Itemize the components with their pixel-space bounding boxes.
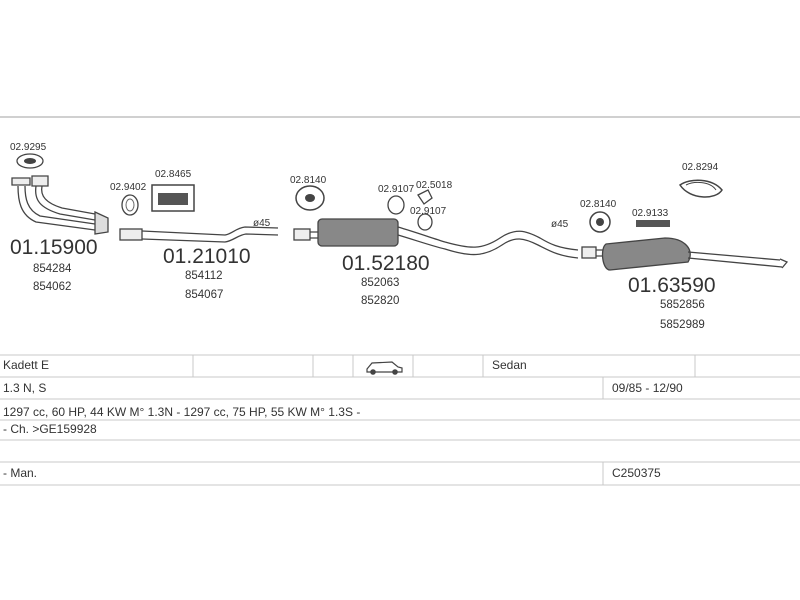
front-pipe-drawing bbox=[11, 175, 109, 235]
label-clamp-rear: 02.9133 bbox=[632, 208, 669, 219]
label-strap: 02.8294 bbox=[682, 162, 719, 173]
label-hanger-1: 02.8140 bbox=[290, 175, 327, 186]
label-front-pipe-code: 01.15900 bbox=[10, 236, 98, 259]
hanger-1-icon bbox=[295, 185, 325, 211]
clamp-front-icon bbox=[16, 153, 44, 169]
label-mid-pipe-code: 01.21010 bbox=[163, 245, 251, 268]
label-mounting-kit: 02.8465 bbox=[155, 169, 192, 180]
strap-icon bbox=[678, 179, 723, 198]
label-mid-silencer-ref2: 852820 bbox=[361, 295, 399, 307]
vehicle-engine: 1.3 N, S bbox=[3, 381, 47, 395]
label-mid-pipe-ref1: 854112 bbox=[185, 270, 223, 282]
clamp-rear-icon bbox=[636, 220, 670, 227]
label-ring-1: 02.9107 bbox=[378, 184, 415, 195]
vehicle-transmission: - Man. bbox=[3, 466, 38, 480]
label-rear-silencer-ref1: 5852856 bbox=[660, 299, 705, 311]
mounting-kit-icon bbox=[151, 184, 195, 212]
label-diameter-2: ø45 bbox=[551, 219, 569, 230]
hanger-2-icon bbox=[589, 211, 611, 233]
sedan-car-icon bbox=[366, 361, 403, 375]
label-mid-silencer-ref1: 852063 bbox=[361, 277, 399, 289]
catalog-number: C250375 bbox=[612, 466, 661, 480]
label-mid-pipe-ref2: 854067 bbox=[185, 289, 223, 301]
label-rear-silencer-code: 01.63590 bbox=[628, 274, 716, 297]
label-front-pipe-ref1: 854284 bbox=[33, 263, 72, 275]
vehicle-body: Sedan bbox=[492, 358, 527, 372]
label-bracket: 02.5018 bbox=[416, 180, 453, 191]
label-rear-silencer-ref2: 5852989 bbox=[660, 319, 705, 331]
vehicle-chassis: - Ch. >GE159928 bbox=[3, 422, 97, 436]
label-clamp-front: 02.9295 bbox=[10, 142, 47, 153]
vehicle-table-grid bbox=[0, 354, 800, 486]
gasket-icon bbox=[121, 194, 139, 216]
label-hanger-2: 02.8140 bbox=[580, 199, 617, 210]
mid-pipe-drawing bbox=[119, 226, 279, 243]
ring-1-icon bbox=[387, 195, 405, 215]
label-diameter-1: ø45 bbox=[253, 218, 271, 229]
bracket-icon bbox=[417, 189, 433, 205]
ring-2-icon bbox=[417, 213, 433, 231]
vehicle-model: Kadett E bbox=[3, 358, 50, 372]
label-gasket: 02.9402 bbox=[110, 182, 147, 193]
middle-silencer-drawing bbox=[293, 218, 579, 259]
vehicle-specs: 1297 cc, 60 HP, 44 KW M° 1.3N - 1297 cc,… bbox=[3, 405, 361, 419]
rear-silencer-drawing bbox=[581, 237, 789, 271]
label-front-pipe-ref2: 854062 bbox=[33, 281, 71, 293]
vehicle-years: 09/85 - 12/90 bbox=[612, 381, 683, 395]
label-ring-2: 02.9107 bbox=[410, 206, 447, 217]
label-mid-silencer-code: 01.52180 bbox=[342, 252, 430, 275]
